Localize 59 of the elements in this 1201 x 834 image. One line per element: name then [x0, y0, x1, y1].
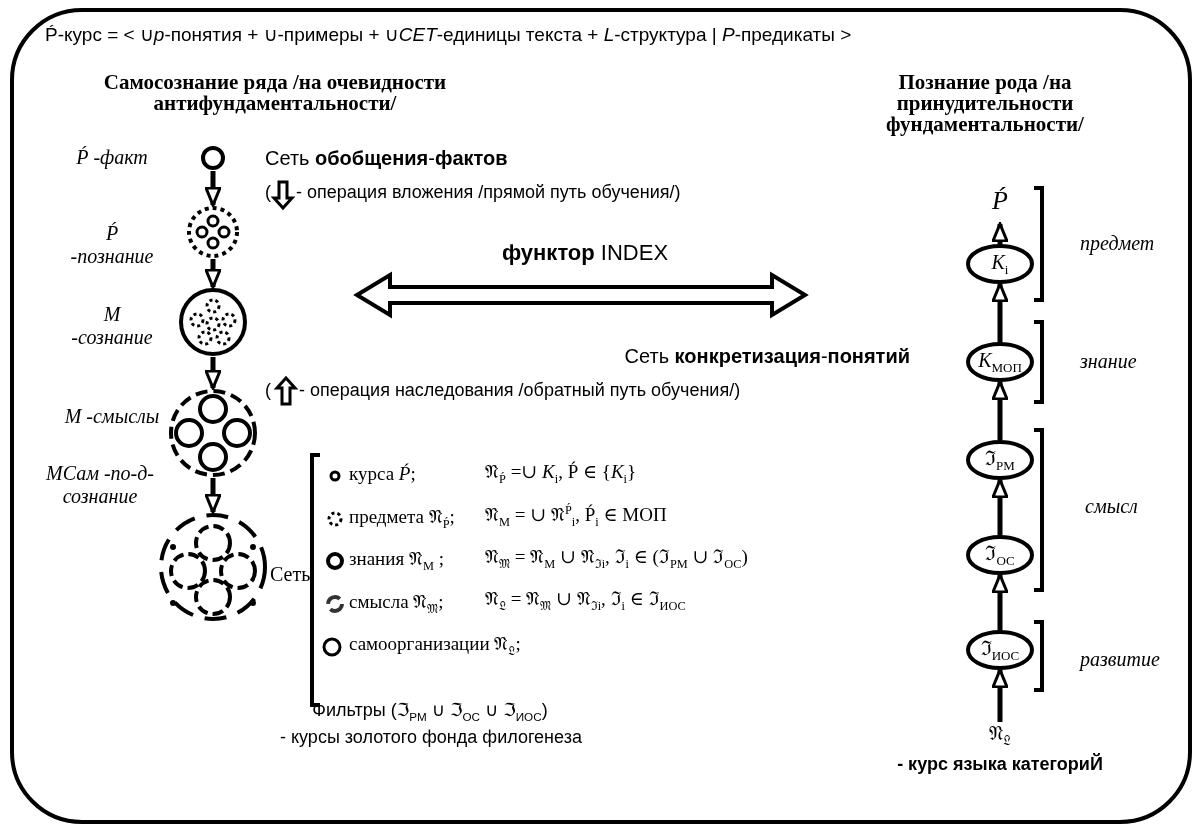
legend-text: курса Ṕ;: [349, 463, 416, 485]
arrow: [204, 171, 222, 207]
network-title: Сеть конкретизация-понятий: [623, 345, 910, 368]
arrow: [204, 357, 222, 390]
ellipse-node: [966, 244, 1034, 284]
ellipse-node: [966, 342, 1034, 382]
dotted-circle-symbol: [186, 205, 240, 259]
ellipse-node: [966, 535, 1034, 575]
network-title: Сеть: [270, 563, 311, 586]
node-label: ℑ$_{РМ}$: [984, 447, 1016, 474]
legend-text: знания 𝔑$_{M}$ ;: [349, 548, 444, 573]
arrow: [204, 478, 222, 514]
node-label: ℑ$_{ИОС}$: [979, 637, 1021, 664]
formula: 𝔑$_{Ṕ}$ =∪ K$_{i}$, Ṕ ∈ {K$_{i}$}: [485, 461, 637, 486]
bracket-label: знание: [1080, 350, 1137, 373]
arrow: [204, 259, 222, 289]
node-caption: M -смыслы: [63, 405, 161, 428]
legend-text: смысла 𝔑$_{𝔐}$;: [349, 590, 444, 616]
arrow: [991, 222, 1009, 244]
heading: Самосознание ряда /на очевидности антифундаментальности/: [102, 72, 448, 114]
arrow: [991, 478, 1009, 535]
heading: Познание рода /на принудительности фундаментальности/: [885, 72, 1085, 135]
node-label: ℑ$_{ОС}$: [984, 542, 1016, 569]
network-title: Сеть обобщения-фактов: [265, 147, 508, 170]
dashed-circle-symbol: [158, 512, 268, 622]
ellipse-node: [966, 630, 1034, 670]
node-caption: M -сознание: [70, 303, 154, 349]
formula: 𝔑$_{𝔏}$ = 𝔑$_{𝔐}$ ∪ 𝔑$_{ℑi}$, ℑ$_{i}$ ∈ ℑ$_{ИОС}$: [485, 588, 686, 613]
symbol-label: Ṕ: [982, 186, 1018, 224]
bracket-label: смысл: [1085, 495, 1138, 518]
dashed-circle-symbol: [168, 388, 258, 478]
bracket-label: предмет: [1080, 232, 1155, 255]
circle-symbol: [178, 287, 248, 357]
arrow: [991, 380, 1009, 440]
node-caption: - курс языка категориЙ: [896, 754, 1104, 775]
node-label: 𝔑$_{𝔏}$: [988, 722, 1012, 749]
arrow: [991, 668, 1009, 722]
node-caption: Ṕ -факт: [75, 146, 149, 169]
node-caption: Ṕ -познание: [69, 222, 155, 268]
note-text: - операция наследования /обратный путь обучения/): [299, 380, 741, 401]
node-label: K$_{i}$: [990, 251, 1010, 278]
note-text: - операция вложения /прямой путь обучения/): [296, 182, 681, 203]
title: Ṕ-курс = < ∪p-понятия + ∪-примеры + ∪CET-единицы текста + L-структура | P-предикаты >: [45, 24, 852, 46]
formula: 𝔑$_{M}$ = ∪ 𝔑$^{Ṕ}$$_{i}$, Ṕ$_{i}$ ∈ МОП: [485, 503, 667, 530]
arrow: [991, 282, 1009, 342]
functor-label: функтор INDEX: [500, 240, 670, 266]
bracket-label: развитие: [1080, 648, 1160, 671]
node-label: K$_{МОП}$: [977, 349, 1023, 376]
note-text: (: [265, 380, 271, 401]
filter-text: - курсы золотого фонда филогенеза: [280, 727, 580, 748]
formula: 𝔑$_{𝔐}$ = 𝔑$_{M}$ ∪ 𝔑$_{ℑi}$, ℑ$_{i}$ ∈ (ℑ$_{РМ}$ ∪ ℑ$_{ОС}$): [485, 546, 748, 571]
legend-text: самоорганизации 𝔑$_{𝔏}$;: [349, 633, 521, 658]
arrow: [991, 573, 1009, 630]
note-text: (: [265, 182, 271, 203]
ring-symbol: [200, 145, 226, 171]
legend-text: предмета 𝔑$_{Ṕ}$;: [349, 505, 455, 531]
node-caption: MСам -по-д-сознание: [45, 462, 155, 508]
ellipse-node: [966, 440, 1034, 480]
filter-text: Фильтры (ℑ$_{РМ}$ ∪ ℑ$_{ОС}$ ∪ ℑ$_{ИОС}$): [311, 700, 549, 724]
